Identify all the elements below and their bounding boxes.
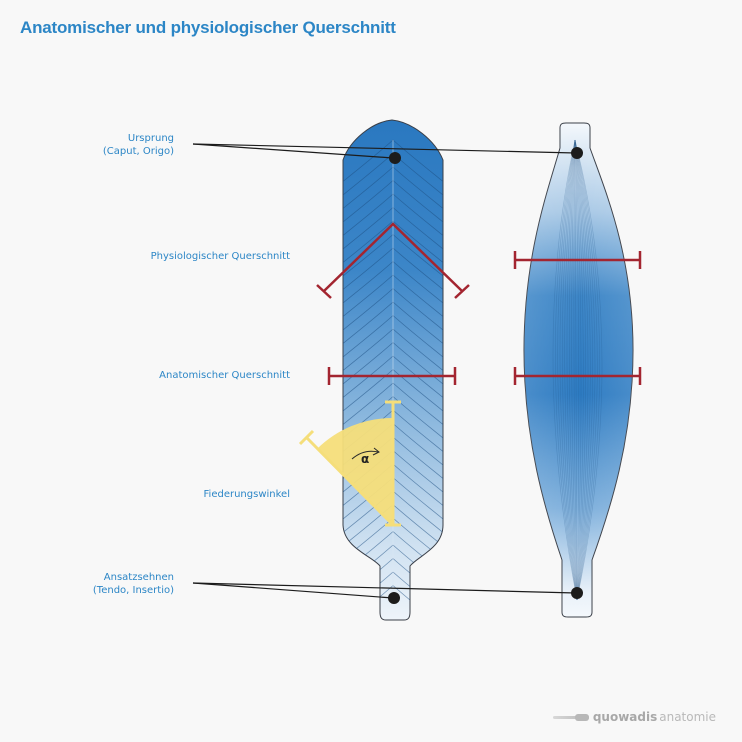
label-physiologischer-querschnitt: Physiologischer Querschnitt (150, 251, 290, 262)
origin-marker-right (571, 147, 583, 159)
anatomical-section-right (513, 367, 642, 385)
label-ansatz-line1: Ansatzsehnen (103, 572, 174, 583)
anatomical-section-left (327, 367, 457, 385)
origin-marker-left (389, 152, 401, 164)
fusiform-fibers (552, 139, 603, 601)
page-title: Anatomischer und physiologischer Quersch… (20, 18, 396, 37)
brand-logo: quowadis anatomie (552, 710, 716, 724)
insertion-marker-right (571, 587, 583, 599)
label-ursprung-line2: (Caput, Origo) (102, 146, 174, 157)
insertion-marker-left (388, 592, 400, 604)
pennation-angle: α (298, 400, 401, 527)
label-ursprung-line1: Ursprung (127, 133, 174, 144)
leader-lines (192, 143, 577, 599)
brand-name: quowadis (592, 710, 658, 724)
brand-suffix: anatomie (659, 710, 716, 724)
fusiform-muscle (523, 122, 634, 618)
label-fiederungswinkel: Fiederungswinkel (203, 489, 290, 500)
label-ansatzsehnen: Ansatzsehnen (Tendo, Insertio) (93, 571, 174, 597)
label-ursprung: Ursprung (Caput, Origo) (103, 132, 174, 158)
physiological-section-right (513, 251, 642, 269)
physiological-section-left (316, 222, 470, 299)
alpha-symbol: α (361, 452, 369, 466)
scalpel-icon (552, 714, 589, 721)
label-anatomischer-querschnitt: Anatomischer Querschnitt (159, 370, 290, 381)
label-ansatz-line2: (Tendo, Insertio) (92, 585, 174, 596)
